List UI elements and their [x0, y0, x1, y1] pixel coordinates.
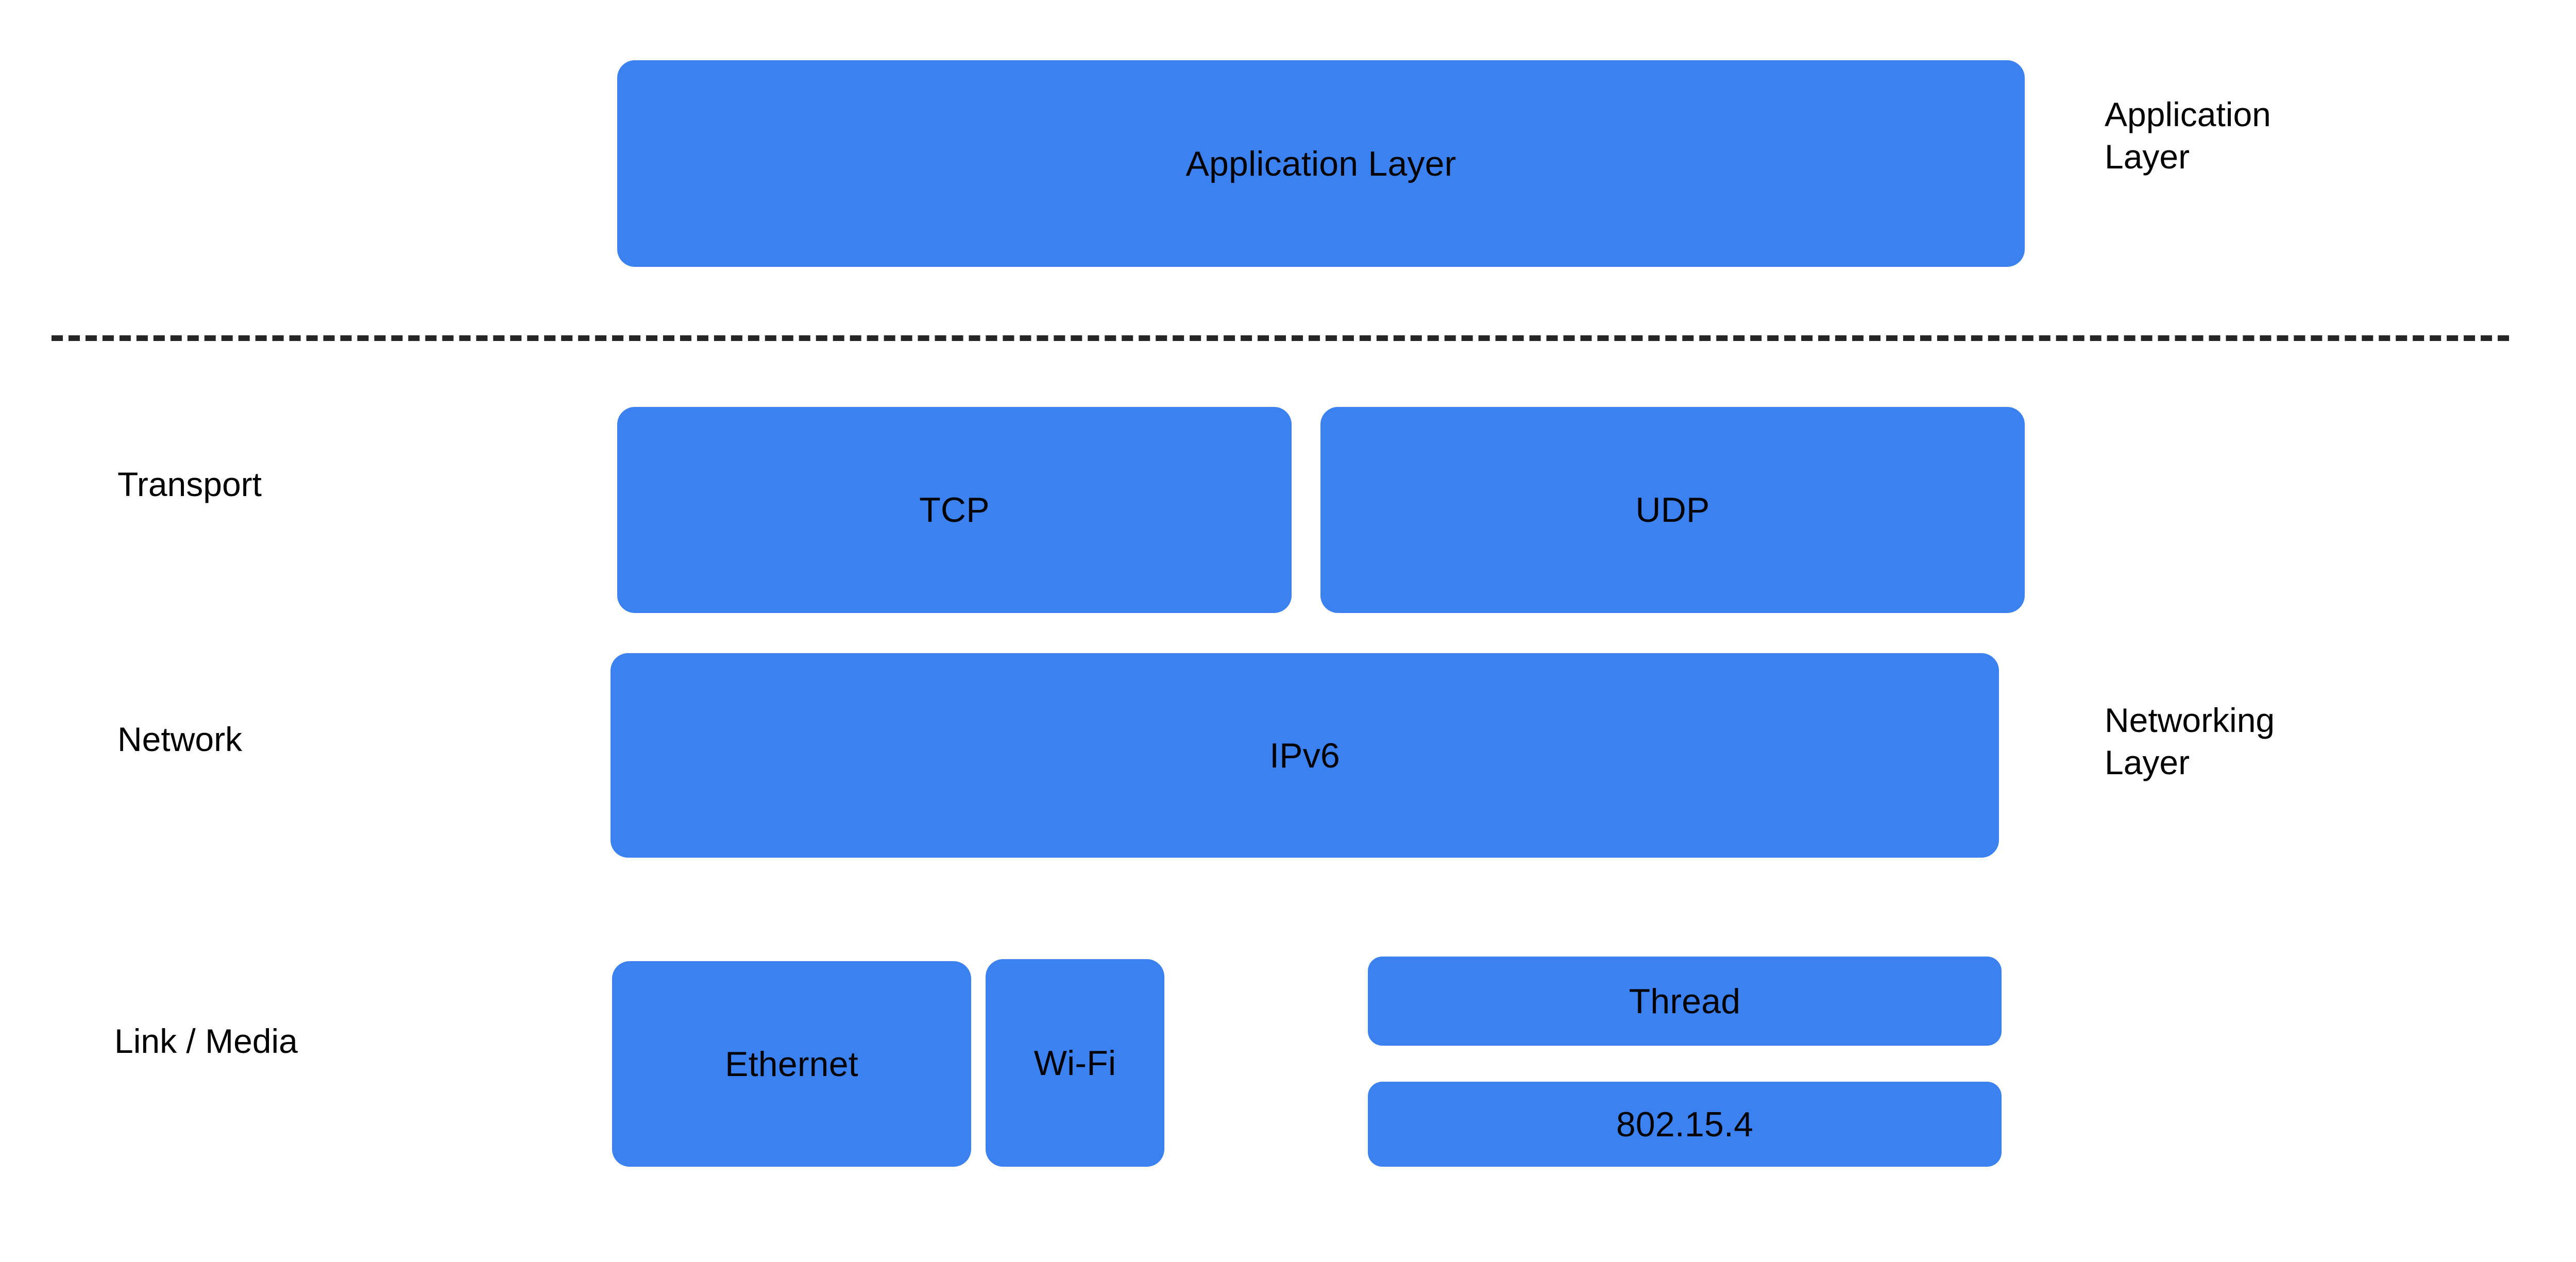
row-label-network: Network [117, 720, 243, 758]
application-layer-box-label: Application Layer [1185, 144, 1456, 183]
ethernet-box-label: Ethernet [725, 1044, 858, 1084]
ieee-802-15-4-box[interactable]: 802.15.4 [1368, 1082, 2002, 1167]
udp-box-label: UDP [1635, 490, 1710, 530]
group-label-application-layer: Application Layer [2105, 94, 2476, 178]
ipv6-box-label: IPv6 [1269, 736, 1340, 775]
ipv6-box[interactable]: IPv6 [611, 653, 1999, 858]
udp-box[interactable]: UDP [1320, 407, 2025, 613]
group-label-networking-layer: Networking Layer [2105, 700, 2476, 784]
thread-box-label: Thread [1629, 981, 1741, 1021]
group-label-networking-line2: Layer [2105, 743, 2190, 781]
group-label-networking-line1: Networking [2105, 701, 2275, 739]
ieee-802-15-4-box-label: 802.15.4 [1616, 1104, 1754, 1144]
ethernet-box[interactable]: Ethernet [612, 961, 971, 1167]
wifi-box[interactable]: Wi-Fi [986, 959, 1164, 1167]
group-label-application-line2: Layer [2105, 137, 2190, 176]
group-label-application-line1: Application [2105, 95, 2271, 133]
application-networking-divider [52, 335, 2509, 341]
wifi-box-label: Wi-Fi [1033, 1043, 1116, 1083]
row-label-link-media: Link / Media [114, 1022, 298, 1060]
tcp-box-label: TCP [919, 490, 990, 530]
application-layer-box[interactable]: Application Layer [617, 60, 2025, 267]
thread-box[interactable]: Thread [1368, 957, 2002, 1046]
tcp-box[interactable]: TCP [617, 407, 1292, 613]
row-label-transport: Transport [117, 465, 262, 503]
